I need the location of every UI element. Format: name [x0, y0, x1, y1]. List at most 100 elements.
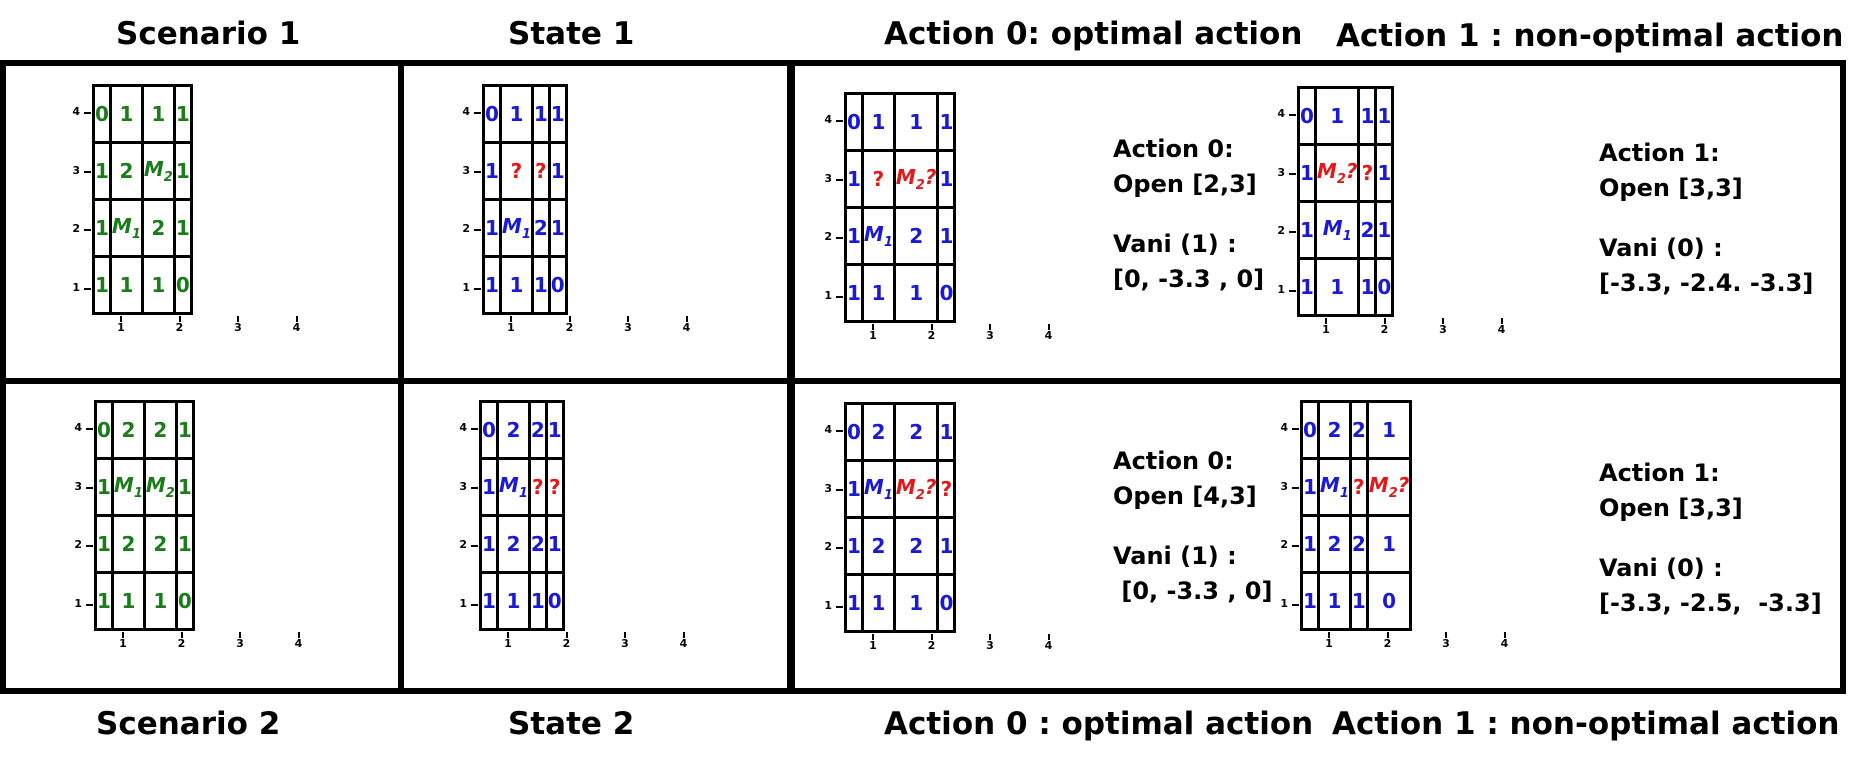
grid-cell: 2 — [110, 514, 146, 574]
y-tick-label: 3 — [462, 163, 470, 177]
grid-cell: 1 — [1297, 257, 1317, 317]
x-tick-label: 2 — [565, 321, 574, 334]
x-tick-label: 3 — [236, 637, 244, 650]
grid-cell: 1 — [94, 457, 114, 517]
x-tick-label: 3 — [624, 321, 632, 334]
grid-cell: ? — [1357, 143, 1378, 203]
grid-cell: 1 — [174, 400, 195, 460]
description-line: [0, -3.3 , 0] — [1113, 577, 1273, 605]
grid-cell: 2 — [1316, 514, 1352, 574]
x-tick-label: 2 — [562, 637, 571, 650]
grid-cell: M2? — [1365, 457, 1413, 517]
heading-action-0-bottom: Action 0 : optimal action — [884, 706, 1314, 742]
y-tick — [1292, 486, 1299, 489]
grid-cell: 1 — [936, 92, 957, 152]
grid-cell: 1 — [892, 92, 940, 152]
x-tick — [297, 632, 300, 638]
grid-cell: 1 — [1374, 200, 1395, 260]
y-tick — [86, 486, 93, 489]
grid-cell: 1 — [844, 516, 864, 576]
grid-cell: 1 — [1365, 514, 1413, 574]
description-line: Open [3,3] — [1599, 494, 1743, 522]
grid-cell: 1 — [140, 255, 176, 315]
grid-cell: 1 — [1374, 86, 1395, 146]
grid-cell: M1 — [108, 198, 144, 258]
grid-cell: M1 — [498, 198, 534, 258]
grid-cell: M1 — [495, 457, 531, 517]
grid-cell: 2 — [527, 400, 548, 460]
grid-cell: 1 — [172, 141, 193, 201]
x-tick — [120, 316, 122, 322]
y-tick-label: 2 — [1277, 224, 1285, 237]
y-tick-label: 3 — [824, 481, 832, 495]
description-line: Action 0: — [1113, 447, 1234, 475]
y-tick — [86, 545, 93, 547]
y-tick — [471, 428, 478, 430]
description-action-0-bottom: Action 0: Open [4,3] Vani (1) : [0, -3.3… — [1113, 444, 1272, 609]
grid-cell: 1 — [94, 514, 114, 574]
y-tick-label: 2 — [72, 222, 80, 235]
x-tick — [1047, 324, 1050, 330]
grid-cell: 1 — [527, 571, 548, 631]
grid-cell: 1 — [110, 571, 146, 631]
y-tick-label: 3 — [1280, 479, 1288, 493]
grid-cell: 2 — [108, 141, 144, 201]
y-tick-label: 1 — [462, 280, 470, 294]
y-tick — [836, 605, 843, 608]
y-tick-label: 2 — [74, 538, 82, 551]
grid-cell: 0 — [1300, 400, 1320, 460]
grid-cell: 0 — [174, 571, 195, 631]
grid-cell: 2 — [495, 400, 531, 460]
x-tick — [682, 632, 685, 638]
x-tick — [180, 632, 183, 638]
x-tick — [930, 634, 933, 640]
description-line: Action 1: — [1599, 139, 1720, 167]
grid-cell: 1 — [844, 206, 864, 266]
x-tick-label: 1 — [504, 637, 512, 650]
x-tick — [1047, 634, 1050, 640]
grid-cell: 1 — [860, 263, 896, 323]
description-line: Open [3,3] — [1599, 174, 1743, 202]
grid-cell: 0 — [92, 84, 112, 144]
grid-cell: 1 — [844, 263, 864, 323]
y-tick-label: 2 — [459, 538, 467, 551]
x-tick — [295, 316, 298, 322]
grid-cell: 2 — [110, 400, 146, 460]
y-tick-label: 1 — [824, 288, 832, 302]
x-tick-label: 3 — [234, 321, 242, 334]
x-tick-label: 2 — [1380, 323, 1389, 336]
y-tick-label: 4 — [1280, 421, 1288, 434]
description-line: Vani (1) : — [1113, 230, 1237, 258]
y-tick — [836, 120, 843, 122]
y-tick-label: 2 — [462, 222, 470, 235]
y-tick — [836, 178, 843, 181]
grid-cell: 1 — [547, 84, 568, 144]
y-tick-label: 4 — [824, 113, 832, 126]
x-tick-label: 1 — [869, 329, 877, 342]
grid-cell: 0 — [936, 263, 957, 323]
y-tick — [1289, 231, 1296, 233]
grid-cell: M1 — [1313, 200, 1361, 260]
grid-cell: 0 — [94, 400, 114, 460]
grid-cell: 1 — [530, 84, 551, 144]
grid-cell: 2 — [860, 516, 896, 576]
grid-cell: ? — [1348, 457, 1369, 517]
grid-cell: 1 — [1348, 571, 1369, 631]
description-line: Action 0: — [1113, 135, 1234, 163]
grid-cell: M2 — [140, 141, 176, 201]
grid-cell: 1 — [1357, 86, 1378, 146]
grid-cell: 1 — [1313, 257, 1361, 317]
x-tick-label: 4 — [1044, 639, 1053, 652]
y-tick-label: 4 — [462, 105, 470, 118]
x-tick-label: 1 — [117, 321, 125, 334]
